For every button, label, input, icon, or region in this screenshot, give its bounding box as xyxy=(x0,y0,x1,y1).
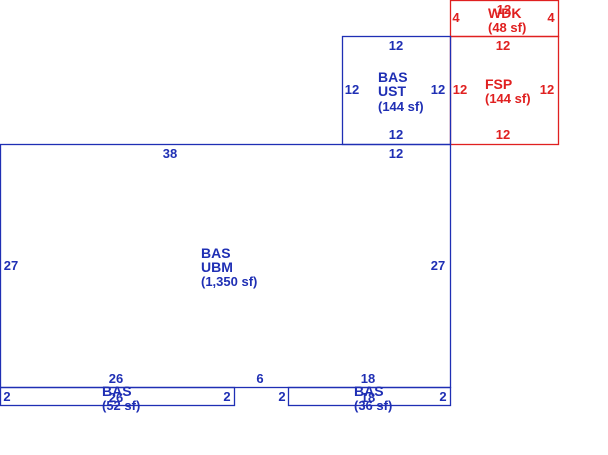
fsp-area: (144 sf) xyxy=(485,91,531,106)
bas-ust-dim-right: 12 xyxy=(431,82,445,97)
bas-left-dim-top: 26 xyxy=(109,390,123,405)
fsp-dim-left: 12 xyxy=(453,82,467,97)
bas-ust-section: 12 BAS UST (144 sf) 12 12 12 xyxy=(341,35,452,146)
bas-ust-code: BAS xyxy=(378,69,408,85)
fsp-section: 12 FSP (144 sf) 12 12 12 xyxy=(449,35,560,146)
bas-ust-dim-left: 12 xyxy=(345,82,359,97)
bas-ust-area: (144 sf) xyxy=(378,99,424,114)
bas-right-outline xyxy=(287,386,452,407)
bas-ubm-dim-right: 27 xyxy=(431,258,445,273)
bas-ubm-dim-top-left: 38 xyxy=(163,146,177,161)
bas-left-code: BAS xyxy=(102,383,132,399)
bas-ubm-dim-left: 27 xyxy=(4,258,18,273)
bas-ubm-area: (1,350 sf) xyxy=(201,274,257,289)
wdk-dim-top: 12 xyxy=(497,2,511,17)
bas-ust-dim-top: 12 xyxy=(389,38,403,53)
bas-left-outline xyxy=(0,386,236,407)
bas-right-dim-left: 2 xyxy=(278,389,285,404)
bas-ubm-section: 38 12 BAS UBM (1,350 sf) 27 27 26 6 18 xyxy=(0,143,452,389)
bas-ubm-dim-bottom-right: 18 xyxy=(361,371,375,386)
fsp-dim-bottom: 12 xyxy=(496,127,510,142)
wdk-dim-left: 4 xyxy=(452,10,460,25)
fsp-dim-top: 12 xyxy=(496,38,510,53)
wdk-section: 12 WDK (48 sf) 4 4 xyxy=(449,0,560,38)
bas-right-section: 18 BAS (36 sf) 2 2 xyxy=(278,383,452,413)
bas-ubm-dim-bottom-left: 26 xyxy=(109,371,123,386)
bas-right-area: (36 sf) xyxy=(354,398,392,413)
bas-left-dim-left: 2 xyxy=(3,389,10,404)
wdk-area: (48 sf) xyxy=(488,20,526,35)
wdk-code: WDK xyxy=(488,5,521,21)
bas-left-area: (52 sf) xyxy=(102,398,140,413)
bas-right-dim-top: 18 xyxy=(361,390,375,405)
bas-right-dim-right: 2 xyxy=(439,389,446,404)
wdk-dim-right: 4 xyxy=(547,10,555,25)
bas-ubm-dim-bottom-mid: 6 xyxy=(256,371,263,386)
bas-ubm-dim-top-right: 12 xyxy=(389,146,403,161)
bas-left-section: 26 BAS (52 sf) 2 2 xyxy=(0,383,236,413)
bas-right-code: BAS xyxy=(354,383,384,399)
bas-ust-dim-bottom: 12 xyxy=(389,127,403,142)
bas-ubm-sub: UBM xyxy=(201,259,233,275)
bas-ust-sub: UST xyxy=(378,83,406,99)
bas-ubm-code: BAS xyxy=(201,245,231,261)
bas-left-dim-right: 2 xyxy=(223,389,230,404)
fsp-code: FSP xyxy=(485,76,512,92)
fsp-dim-right: 12 xyxy=(540,82,554,97)
